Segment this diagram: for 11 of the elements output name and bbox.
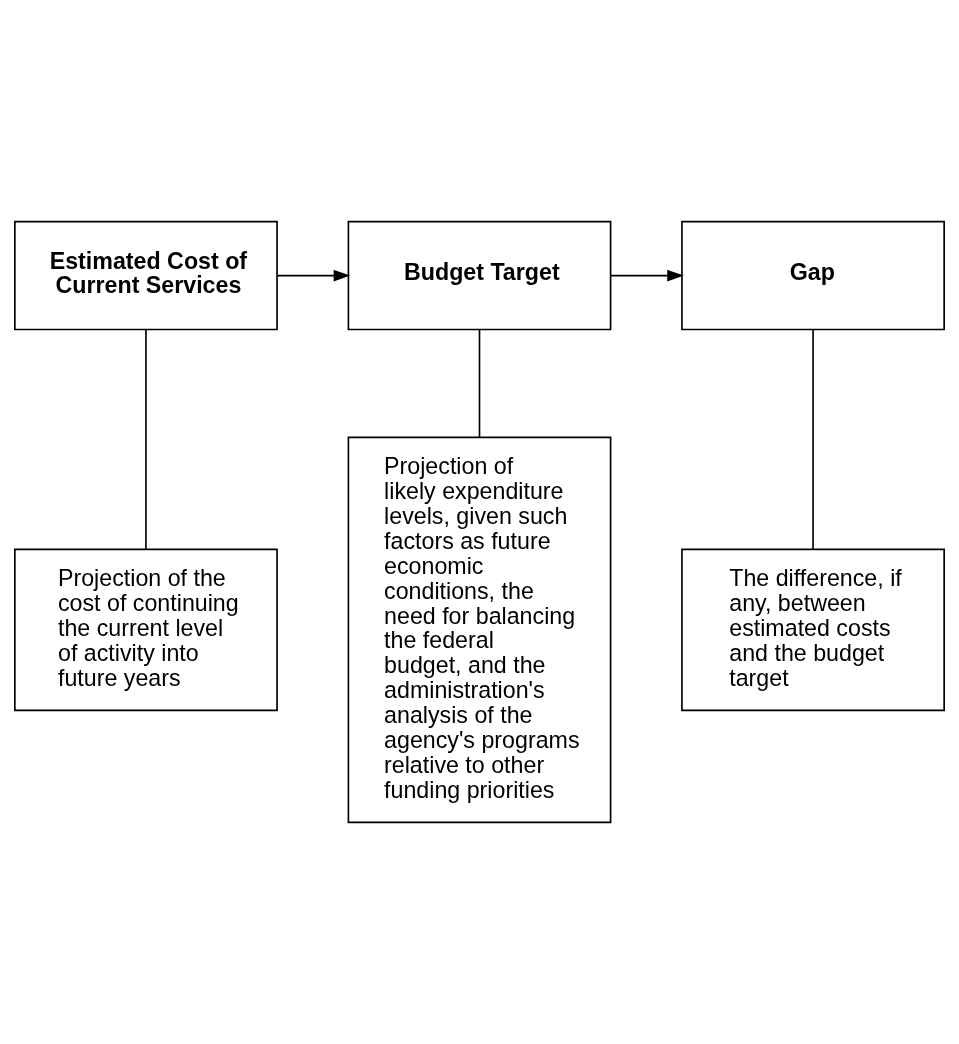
- connector: [478, 328, 481, 438]
- arrow: [276, 269, 351, 282]
- node-box: Estimated Cost of Current Services: [14, 220, 278, 331]
- connector: [145, 328, 147, 551]
- node-box: Budget Target: [347, 220, 612, 331]
- node-box: Gap: [681, 220, 945, 331]
- node-box: Projection of the cost of continuing the current level of activity into future years: [14, 548, 278, 712]
- node-box: The difference, if any, between estimated costs and the budget target: [681, 548, 945, 712]
- arrow: [610, 269, 684, 282]
- node-box: Projection of likely expenditure levels, given such factors as future economic conditions, the need for balancing the federal budget, and the administration's analysis of the agency's programs relative to other funding priorities: [347, 436, 612, 824]
- connector: [812, 328, 814, 551]
